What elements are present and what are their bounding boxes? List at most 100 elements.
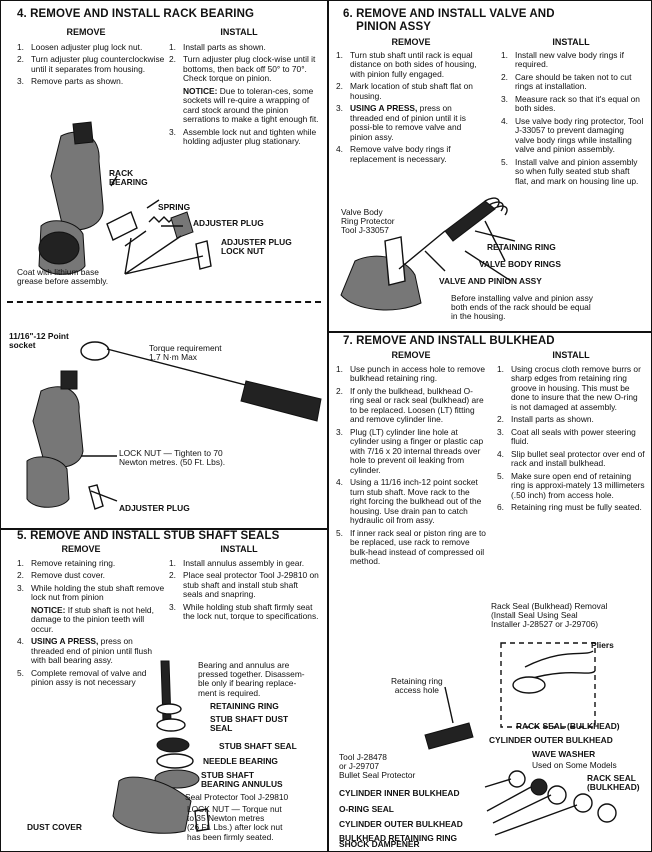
s5-remove-b-item: 4.USING A PRESS, press on threaded end o… — [17, 636, 165, 666]
step-number: 2. — [169, 54, 176, 65]
s5-remove-head: REMOVE — [61, 544, 101, 554]
label-adjuster-plug: ADJUSTER PLUG — [193, 218, 264, 228]
s7-remove-item: 3.Plug (LT) cylinder line hole at cylind… — [336, 427, 486, 475]
s7-install-item: 5.Make sure open end of retaining ring i… — [497, 471, 645, 500]
s6-remove-steps: 1.Turn stub shaft until rack is equal di… — [336, 50, 484, 167]
s4-install-a-item: 3.Assemble lock nut and tighten while ho… — [169, 126, 319, 147]
step-text: Remove dust cover. — [31, 570, 106, 581]
s6-install-item: 5.Install valve and pinion assembly so w… — [501, 156, 645, 186]
s6-install-item: 3.Measure rack so that it's equal on bot… — [501, 93, 645, 114]
s6-install-item: 4. Use valve body ring protector, Tool J-… — [501, 115, 645, 155]
step-text: Assemble lock nut and tighten while hold… — [183, 126, 317, 147]
stub-seal-shape — [156, 737, 190, 753]
label-lock-nut-torque: LOCK NUT — Tighten to 70 Newton metres. … — [119, 448, 226, 468]
label-access-hole: Retaining ring access hole — [391, 676, 443, 696]
label-retaining-ring: RETAINING RING — [210, 701, 279, 711]
step-text: Turn adjuster plug clock-wise until it b… — [183, 54, 316, 84]
column-divider — [327, 1, 329, 851]
step-number: 4. — [17, 636, 24, 647]
step-number: 3. — [501, 93, 508, 104]
label-socket: 11/16"-12 Point socket — [9, 331, 69, 351]
valve-pinion-illustration — [340, 197, 516, 311]
s6-remove-head: REMOVE — [391, 37, 431, 47]
s5-install-item: 2.Place seal protector Tool J-29810 on s… — [169, 570, 319, 600]
step-text: Remove parts as shown. — [31, 76, 124, 87]
s4-install-a-item: 2. Turn adjuster plug clock-wise until it… — [169, 54, 319, 84]
label-spring: SPRING — [158, 202, 191, 212]
s5-remove-steps-b: 4.USING A PRESS, press on threaded end o… — [17, 636, 165, 687]
dust-seal-shape — [156, 718, 186, 732]
label-annulus: STUB SHAFT BEARING ANNULUS — [201, 770, 283, 790]
step-number: 3. — [169, 601, 176, 612]
bulkhead-illustration — [424, 642, 617, 836]
step-number: 1. — [501, 50, 508, 60]
wrench-handle-shape — [240, 380, 322, 422]
step-text: Install valve and pinion assembly so whe… — [515, 156, 639, 186]
s5-notice-head: NOTICE: — [31, 604, 66, 615]
needle-bearing-shape — [156, 753, 194, 769]
step-number: 2. — [501, 71, 508, 82]
label-valve-assy: VALVE AND PINION ASSY — [439, 276, 542, 286]
step-text: Place seal protector Tool J-29810 on stu… — [183, 570, 319, 600]
adjuster-plug-shape-2 — [88, 484, 104, 510]
step-number: 2. — [17, 570, 24, 581]
s6-remove-item: 4.Remove valve body rings if replacement… — [336, 144, 484, 164]
s7-leaders — [444, 686, 578, 836]
label-tool: Tool J-28478 or J-29707 Bullet Seal Prot… — [339, 752, 416, 781]
s4-install-a-item: 1.Install parts as shown. — [169, 42, 319, 52]
label-wave-washer: WAVE WASHER — [532, 749, 596, 759]
s7-remove-steps: 1.Use punch in access hole to remove bul… — [336, 364, 486, 570]
step-number: 4. — [501, 115, 508, 126]
s4-install-steps-b: 3.Assemble lock nut and tighten while ho… — [169, 126, 319, 147]
step-number: 4. — [497, 448, 504, 459]
step-text: Use valve body ring protector, Tool J-33… — [515, 115, 644, 155]
step-text: Turn adjuster plug counterclockwise unti… — [31, 54, 165, 74]
s4-install-block: 1.Install parts as shown. 2. Turn adjuster… — [169, 42, 319, 150]
step-text: Mark location of stub shaft flat on hous… — [350, 81, 473, 101]
step-text: While holding stub shaft firmly seat the… — [183, 601, 319, 622]
s7-install-item: 3.Coat all seals with power steering flu… — [497, 427, 645, 447]
step-emphasis: USING A PRESS, — [350, 103, 418, 114]
housing-bore-shape — [38, 231, 80, 265]
oring-shape — [573, 793, 593, 813]
step-number: 1. — [17, 42, 24, 52]
ring-protector-shape — [384, 236, 406, 286]
section-7-title: 7. REMOVE AND INSTALL BULKHEAD — [343, 335, 555, 347]
step-number: 2. — [336, 81, 343, 92]
s5-remove-a-item: 2. Remove dust cover. — [17, 570, 165, 581]
step-number: 5. — [17, 667, 24, 678]
s5-remove-a-item: 3.While holding the stub shaft remove lo… — [17, 583, 165, 603]
pliers-shape — [524, 650, 596, 680]
housing-shape-5 — [112, 776, 192, 834]
torque-wrench-illustration — [26, 341, 322, 510]
cyl-outer-shape — [547, 785, 567, 805]
step-text: press on threaded end of pinion until fl… — [31, 636, 153, 666]
s7-install-item: 6.Retaining ring must be fully seated. — [497, 502, 645, 512]
housing-lower-shape-2 — [26, 456, 70, 508]
wave-washer-shape — [508, 770, 526, 788]
step-text: Use punch in access hole to remove bulkh… — [350, 364, 486, 384]
rack-seal-shape — [530, 778, 548, 796]
s4-notice-text: Due to toleran-ces, some sockets will re… — [183, 85, 319, 125]
s6-remove-item: 3.USING A PRESS, press on threaded end o… — [336, 103, 484, 142]
section-divider-5 — [1, 528, 327, 530]
step-number: 1. — [17, 558, 24, 568]
rack-bearing-illustration — [38, 121, 212, 275]
label-seal-protector: Seal Protector Tool J-29810 — [185, 792, 289, 802]
rack-seal-removal-shape — [512, 676, 546, 694]
s4-install-head: INSTALL — [220, 27, 258, 37]
label-retaining-ring-6: RETAINING RING — [487, 242, 556, 252]
s4-remove-item: 3.Remove parts as shown. — [17, 76, 165, 87]
label-dust-cover: DUST COVER — [27, 822, 82, 832]
s5-remove-notice: NOTICE: If stub shaft is not held, damag… — [17, 604, 165, 634]
step-text: Install parts as shown. — [511, 414, 594, 425]
step-text: Install parts as shown. — [183, 42, 266, 52]
label-stub-dust-seal: STUB SHAFT DUST SEAL — [210, 714, 289, 734]
s7-install-item: 4.Slip bullet seal protector over end of… — [497, 448, 645, 469]
step-number: 2. — [336, 385, 343, 396]
label-lock-nut-5: LOCK NUT — Torque nut to 35 Newton metre… — [187, 804, 283, 842]
section-divider-7 — [327, 331, 651, 333]
lock-nut-shape — [195, 240, 212, 270]
s7-remove-head: REMOVE — [391, 350, 431, 360]
step-number: 3. — [336, 103, 343, 114]
